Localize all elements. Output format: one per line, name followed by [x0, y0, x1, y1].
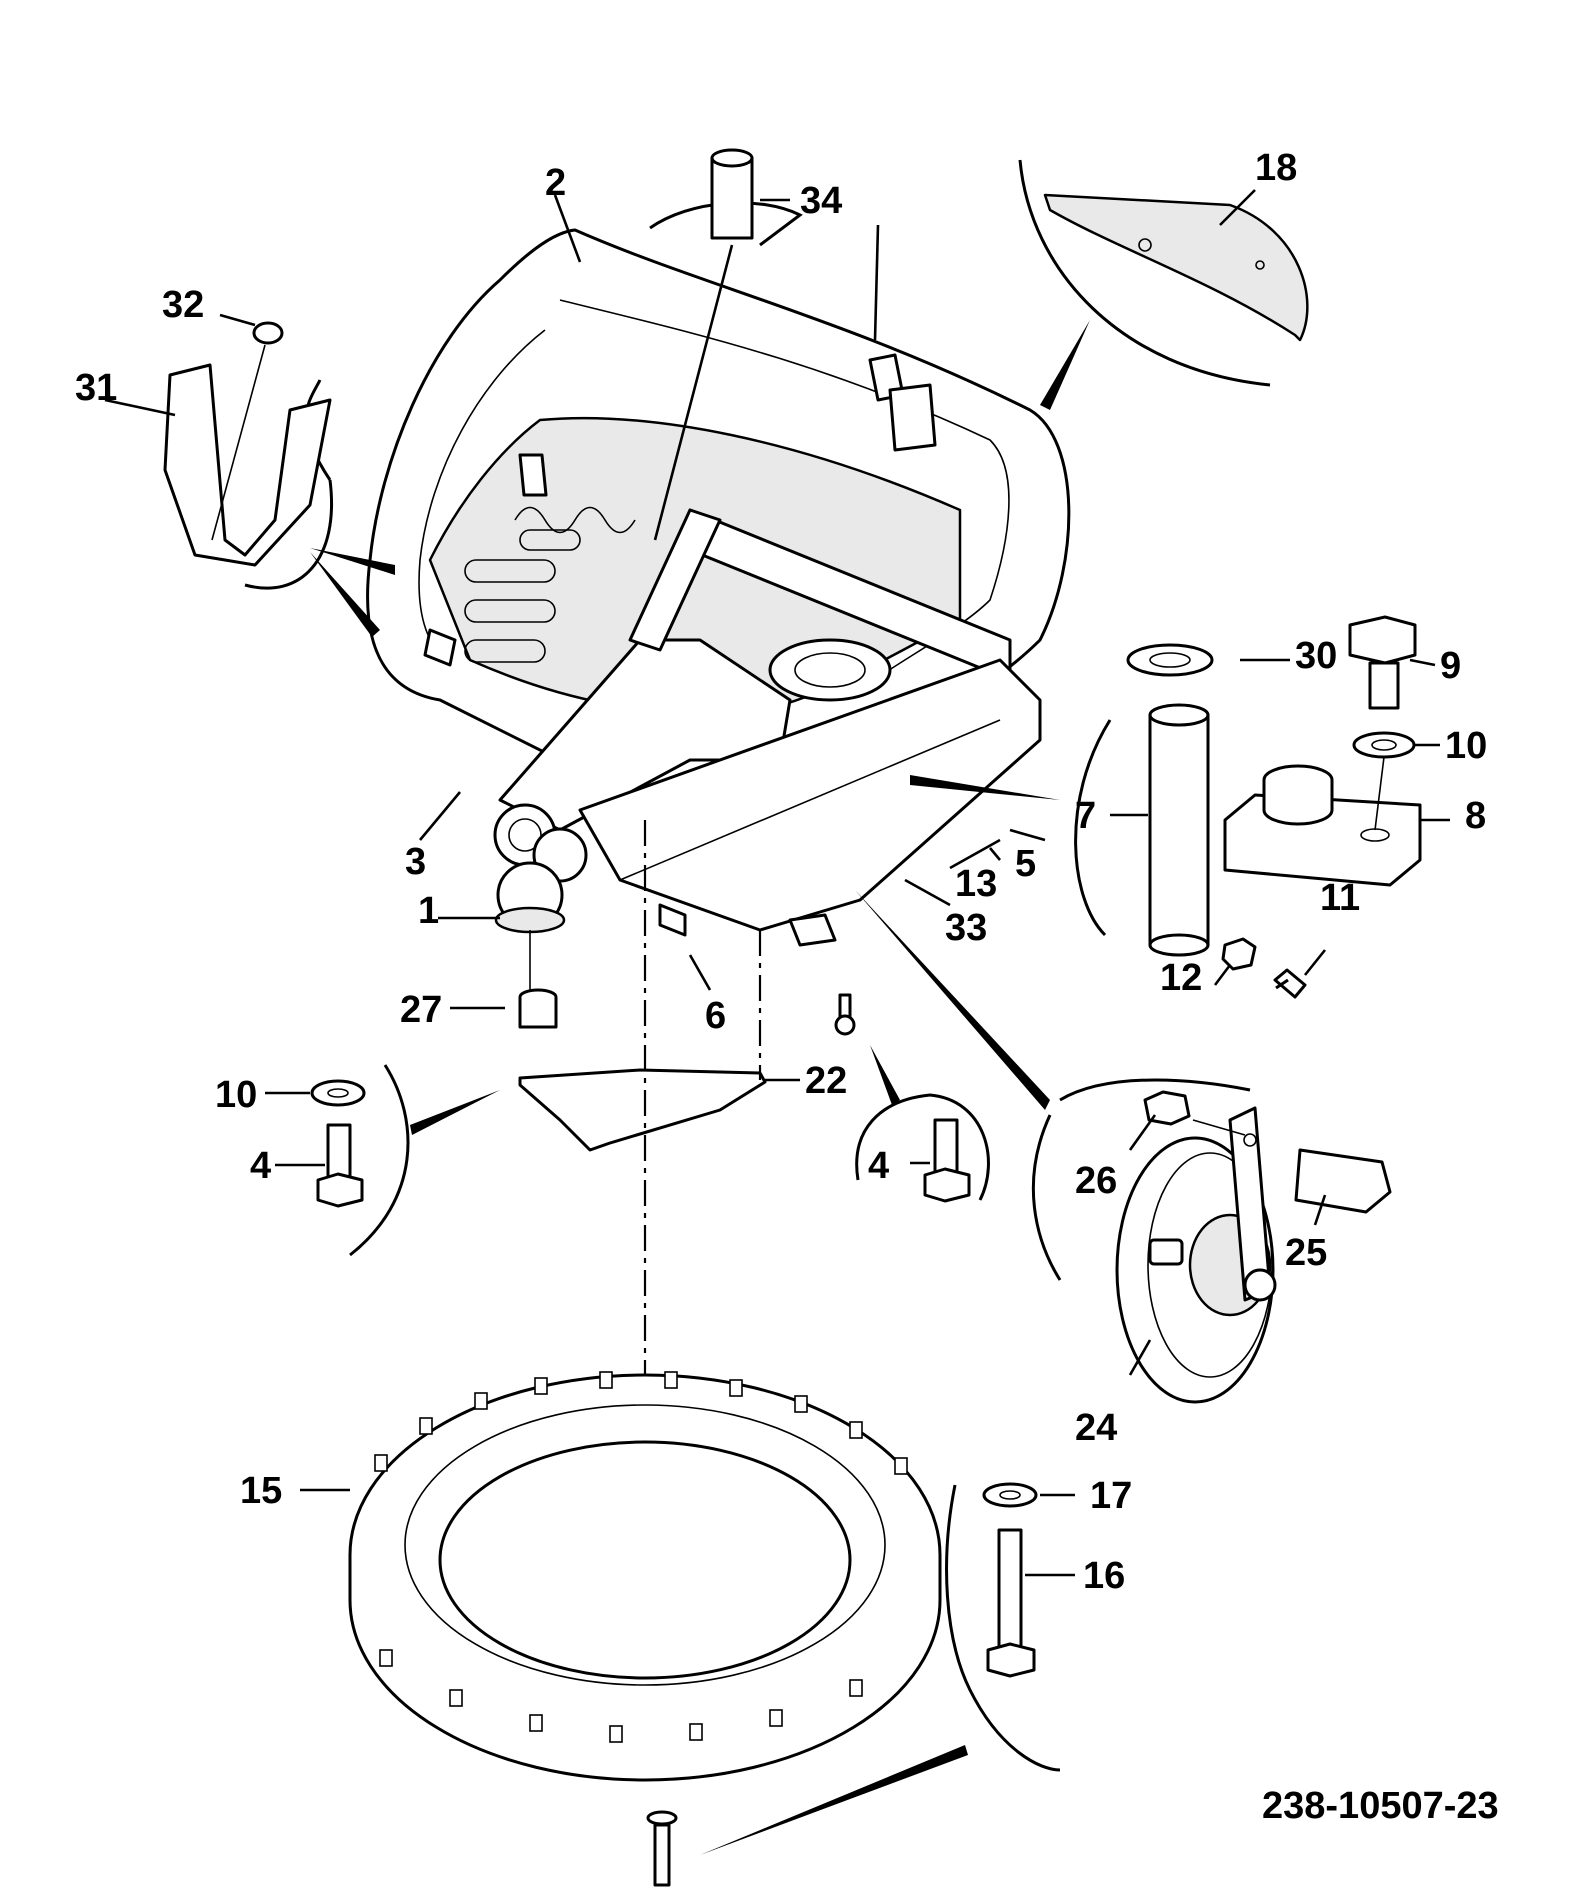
inset-bolt-16	[945, 1482, 1075, 1772]
inset-pin-34	[649, 148, 803, 541]
callout-10-right: 10	[1445, 725, 1487, 767]
callout-15: 15	[240, 1470, 282, 1512]
callout-33: 33	[945, 907, 987, 949]
callout-31: 31	[75, 367, 117, 409]
callout-3: 3	[405, 841, 426, 883]
inset-plate-18	[1018, 159, 1309, 410]
callout-22: 22	[805, 1060, 847, 1102]
upper-frame-assembly	[366, 228, 1071, 947]
callout-17: 17	[1090, 1475, 1132, 1517]
inset-bolt-4-left	[265, 930, 558, 1257]
callout-24: 24	[1075, 1407, 1117, 1449]
callout-26: 26	[1075, 1160, 1117, 1202]
callout-7: 7	[1075, 795, 1096, 837]
callout-16: 16	[1083, 1555, 1125, 1597]
inset-pin-assembly-7	[910, 615, 1450, 999]
callout-2: 2	[545, 162, 566, 204]
callout-9: 9	[1440, 645, 1461, 687]
callout-6: 6	[705, 995, 726, 1037]
inset-clip-31	[104, 313, 395, 637]
callout-4-right: 4	[868, 1145, 889, 1187]
drawing-number: 238-10507-23	[1262, 1785, 1499, 1827]
callout-8: 8	[1465, 795, 1486, 837]
leader-lines	[419, 194, 1046, 991]
callout-12: 12	[1160, 957, 1202, 999]
inset-horn-24	[855, 890, 1392, 1404]
callout-25: 25	[1285, 1232, 1327, 1274]
callout-11: 11	[1320, 877, 1360, 919]
callout-34: 34	[800, 180, 842, 222]
callout-10-left: 10	[215, 1074, 257, 1116]
slew-ring-15	[300, 1371, 968, 1887]
inset-bolt-4-right	[855, 1045, 990, 1203]
callout-5: 5	[1015, 843, 1036, 885]
callout-27: 27	[400, 989, 442, 1031]
callout-1: 1	[418, 890, 439, 932]
callout-4-left: 4	[250, 1145, 271, 1187]
callout-labels: 1 2 3 4 4 5 6 7 8 9 10 10 11 12 13 15 16…	[75, 147, 1487, 1597]
cover-plate-22	[518, 820, 856, 1470]
callout-18: 18	[1255, 147, 1297, 189]
callout-32: 32	[162, 284, 204, 326]
callout-30: 30	[1295, 635, 1337, 677]
callout-13: 13	[955, 863, 997, 905]
